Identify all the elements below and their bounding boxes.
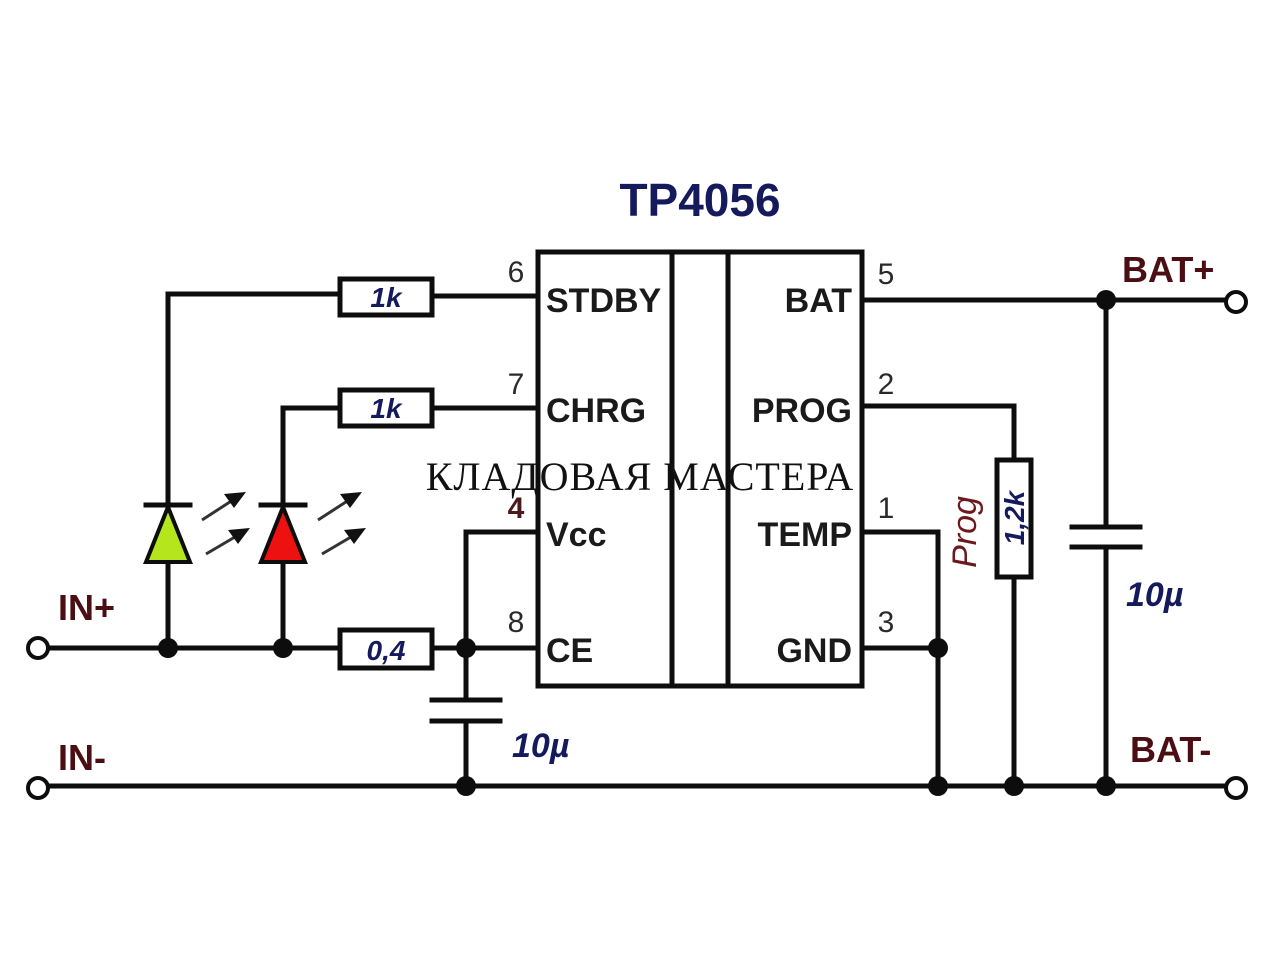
wire-prog (859, 403, 1017, 463)
led-chrg-body (258, 501, 308, 564)
led-chrg-arrowhead-1 (340, 492, 362, 508)
resistor-stdby-value: 1k (370, 282, 403, 313)
wire-temp-gnd (859, 529, 941, 789)
pin-label-gnd: GND (776, 632, 852, 670)
pin-label-chrg: CHRG (546, 392, 646, 430)
wire-chrg-led (280, 405, 343, 508)
led-chrg-arrowhead-2 (344, 528, 366, 544)
pin-number-2: 2 (878, 368, 895, 401)
terminal-in-minus (26, 776, 50, 800)
pin-label-bat: BAT (785, 282, 853, 320)
terminal-bat-minus (1224, 776, 1248, 800)
pin-label-prog: PROG (752, 392, 852, 430)
pin-number-4: 4 (508, 492, 525, 525)
watermark-text: КЛАДОВАЯ МАСТЕРА (426, 454, 855, 499)
resistor-chrg (337, 387, 435, 429)
resistor-stdby (337, 276, 435, 318)
wire-vcc (463, 529, 541, 703)
junction-temp-gnd (928, 776, 948, 796)
port-label-bat-plus: BAT+ (1122, 249, 1214, 290)
led-chrg (258, 492, 366, 564)
pin-number-8: 8 (508, 606, 525, 639)
cap-output-value: 10µ (1126, 576, 1183, 614)
pin-number-5: 5 (878, 258, 895, 291)
terminal-bat-plus (1224, 290, 1248, 314)
pin-label-stdby: STDBY (546, 282, 662, 320)
port-label-in-plus: IN+ (58, 587, 115, 628)
resistor-prog (994, 457, 1034, 580)
junction-prog-gnd (1004, 776, 1024, 796)
led-stdby-arrowhead-1 (224, 492, 246, 508)
pin-number-3: 3 (878, 606, 895, 639)
junction-vcc-ce (456, 638, 476, 658)
pin-label-vcc: Vcc (546, 516, 607, 554)
wire-stdby-led (165, 291, 343, 508)
pin-number-1: 1 (878, 492, 895, 525)
led-stdby-arrowhead-2 (228, 528, 250, 544)
junction-gnd-pin (928, 638, 948, 658)
resistor-prog-label: Prog (946, 496, 984, 568)
junction-led1-rail (158, 638, 178, 658)
junction-cout-bat (1096, 290, 1116, 310)
junction-led2-rail (273, 638, 293, 658)
resistor-chrg-value: 1k (370, 393, 403, 424)
pin-label-ce: CE (546, 632, 593, 670)
led-stdby-body (143, 501, 193, 564)
port-label-in-minus: IN- (58, 737, 106, 778)
cap-input-value: 10µ (512, 727, 569, 765)
pin-number-6: 6 (508, 256, 525, 289)
resistor-prog-value: 1,2k (999, 489, 1030, 545)
port-label-bat-minus: BAT- (1130, 729, 1211, 770)
chip-body (535, 249, 865, 689)
chip-title: TP4056 (619, 174, 780, 226)
resistor-input (337, 627, 435, 671)
pin-number-7: 7 (508, 368, 525, 401)
terminal-in-plus (26, 636, 50, 660)
resistor-input-value: 0,4 (367, 635, 406, 666)
junction-cin-gnd (456, 776, 476, 796)
junction-cout-gnd (1096, 776, 1116, 796)
led-stdby (143, 492, 250, 564)
pin-label-temp: TEMP (758, 516, 852, 554)
